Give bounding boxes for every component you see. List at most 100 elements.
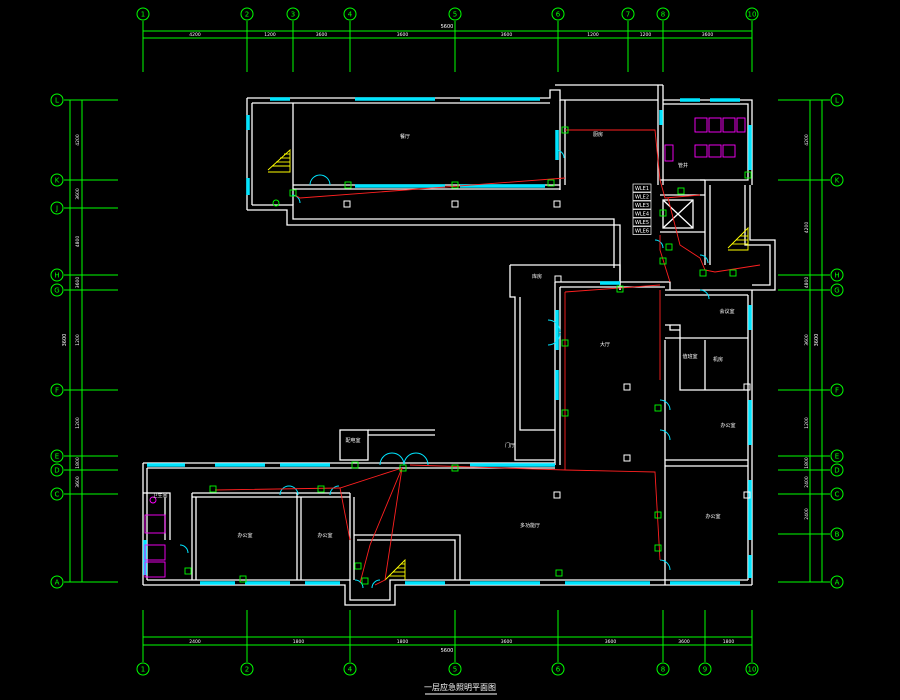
grid-bubble-left-A: A (50, 575, 64, 589)
grid-bubble-right-A: A (830, 575, 844, 589)
grid-bubble-top-8: 8 (656, 7, 670, 21)
left-dimension-value: 3600 (75, 188, 81, 200)
svg-text:2: 2 (245, 11, 249, 19)
top-dimension-value: 3600 (316, 32, 328, 38)
right-dimension-value: 2400 (804, 508, 810, 520)
svg-text:1: 1 (141, 666, 145, 674)
grid-bubble-top-5: 5 (448, 7, 462, 21)
svg-text:K: K (835, 177, 840, 185)
room-label-1: 餐厅 (400, 133, 410, 140)
top-dimension-value: 3600 (702, 32, 714, 38)
grid-bubble-left-L: L (50, 93, 64, 107)
room-label-5: 库房 (532, 273, 542, 280)
svg-text:C: C (835, 491, 840, 499)
svg-text:J: J (55, 205, 58, 213)
left-total-dimension: 3600 (62, 334, 68, 347)
svg-text:A: A (55, 579, 60, 587)
panel-label-box (632, 200, 652, 210)
grid-axis-left: L K J HG F ED C A (50, 93, 118, 589)
panel-label-box (632, 192, 652, 201)
bottom-dimension-chain (143, 636, 752, 646)
grid-bubble-left-H: H (50, 268, 64, 282)
svg-text:5: 5 (453, 11, 457, 19)
bottom-dimension-value: 3600 (501, 639, 513, 645)
grid-axis-bottom: 1 2 4 5 6 8 9 10 (136, 610, 759, 676)
grid-bubble-right-H: H (830, 268, 844, 282)
svg-text:F: F (55, 387, 59, 395)
grid-bubble-top-6: 6 (551, 7, 565, 21)
grid-bubble-left-K: K (50, 173, 64, 187)
right-total-dimension: 3600 (814, 334, 820, 347)
svg-text:3: 3 (291, 11, 295, 19)
grid-bubble-right-C: C (830, 487, 844, 501)
right-dimension-value: 4800 (804, 277, 810, 289)
panel-label-box (632, 183, 652, 193)
grid-bubble-bottom-1: 1 (136, 662, 150, 676)
grid-bubble-right-E: E (830, 449, 844, 463)
grid-bubble-right-F: F (830, 383, 844, 397)
svg-text:6: 6 (556, 666, 561, 674)
windows (143, 97, 752, 585)
grid-bubble-left-E: E (50, 449, 64, 463)
svg-text:H: H (834, 272, 839, 280)
emergency-lighting-circuits (214, 129, 761, 586)
svg-text:L: L (835, 97, 839, 105)
left-dimension-value: 1200 (75, 417, 81, 429)
svg-text:2: 2 (245, 666, 249, 674)
drawing-title: 一层应急照明平面图 (424, 682, 496, 692)
panel-label-box (632, 226, 652, 235)
svg-text:7: 7 (626, 11, 630, 19)
door-swings (179, 149, 710, 589)
room-label-12: 会议室 (719, 308, 734, 315)
grid-bubble-top-1: 1 (136, 7, 150, 21)
panel-label: WLE4 (635, 212, 649, 218)
grid-bubble-bottom-10: 10 (745, 662, 759, 676)
grid-bubble-left-F: F (50, 383, 64, 397)
room-label-11: 多功能厅 (520, 522, 540, 529)
top-dimension-value: 3600 (397, 32, 409, 38)
structural-columns (343, 200, 751, 499)
top-dimension-value: 1200 (587, 32, 599, 38)
left-dimension-value: 4200 (75, 134, 81, 146)
svg-text:6: 6 (556, 11, 561, 19)
room-label-14: 配电室 (345, 437, 360, 444)
grid-bubble-bottom-2: 2 (240, 662, 254, 676)
svg-text:A: A (835, 579, 840, 587)
grid-bubble-right-G: G (830, 283, 844, 297)
grid-bubble-left-D: D (50, 463, 64, 477)
right-dimension-value: 4200 (804, 222, 810, 234)
room-label-15: 管井 (678, 162, 688, 169)
grid-bubble-top-10: 10 (745, 7, 759, 21)
right-dimension-value: 3600 (804, 334, 810, 346)
svg-text:9: 9 (703, 666, 707, 674)
svg-text:4: 4 (348, 666, 353, 674)
svg-text:D: D (834, 467, 839, 475)
top-dimension-value: 1200 (264, 32, 276, 38)
room-labels: 餐厅 厨房 大厅 门厅 库房 办公室 办公室 办公室 办公室 值班室 多功能厅 … (152, 131, 735, 539)
bottom-dimension-value: 3600 (678, 639, 690, 645)
grid-bubble-left-C: C (50, 487, 64, 501)
right-dimension-value: 1800 (804, 457, 810, 469)
grid-bubble-bottom-9: 9 (698, 662, 712, 676)
panel-label: WLE6 (635, 229, 649, 235)
grid-bubble-right-K: K (830, 173, 844, 187)
room-label-13: 机房 (713, 356, 723, 363)
bottom-dimension-value: 1800 (397, 639, 409, 645)
room-label-2: 厨房 (593, 131, 603, 138)
svg-text:G: G (54, 287, 59, 295)
svg-text:C: C (55, 491, 60, 499)
stairs (267, 148, 749, 581)
grid-bubble-left-G: G (50, 283, 64, 297)
grid-bubble-bottom-5: 5 (448, 662, 462, 676)
panel-label: WLE3 (635, 203, 649, 209)
svg-text:8: 8 (661, 666, 665, 674)
top-total-dimension: 5600 (441, 24, 454, 30)
panel-label: WLE1 (635, 186, 649, 192)
sanitary-fixtures (144, 117, 746, 578)
grid-bubble-bottom-8: 8 (656, 662, 670, 676)
